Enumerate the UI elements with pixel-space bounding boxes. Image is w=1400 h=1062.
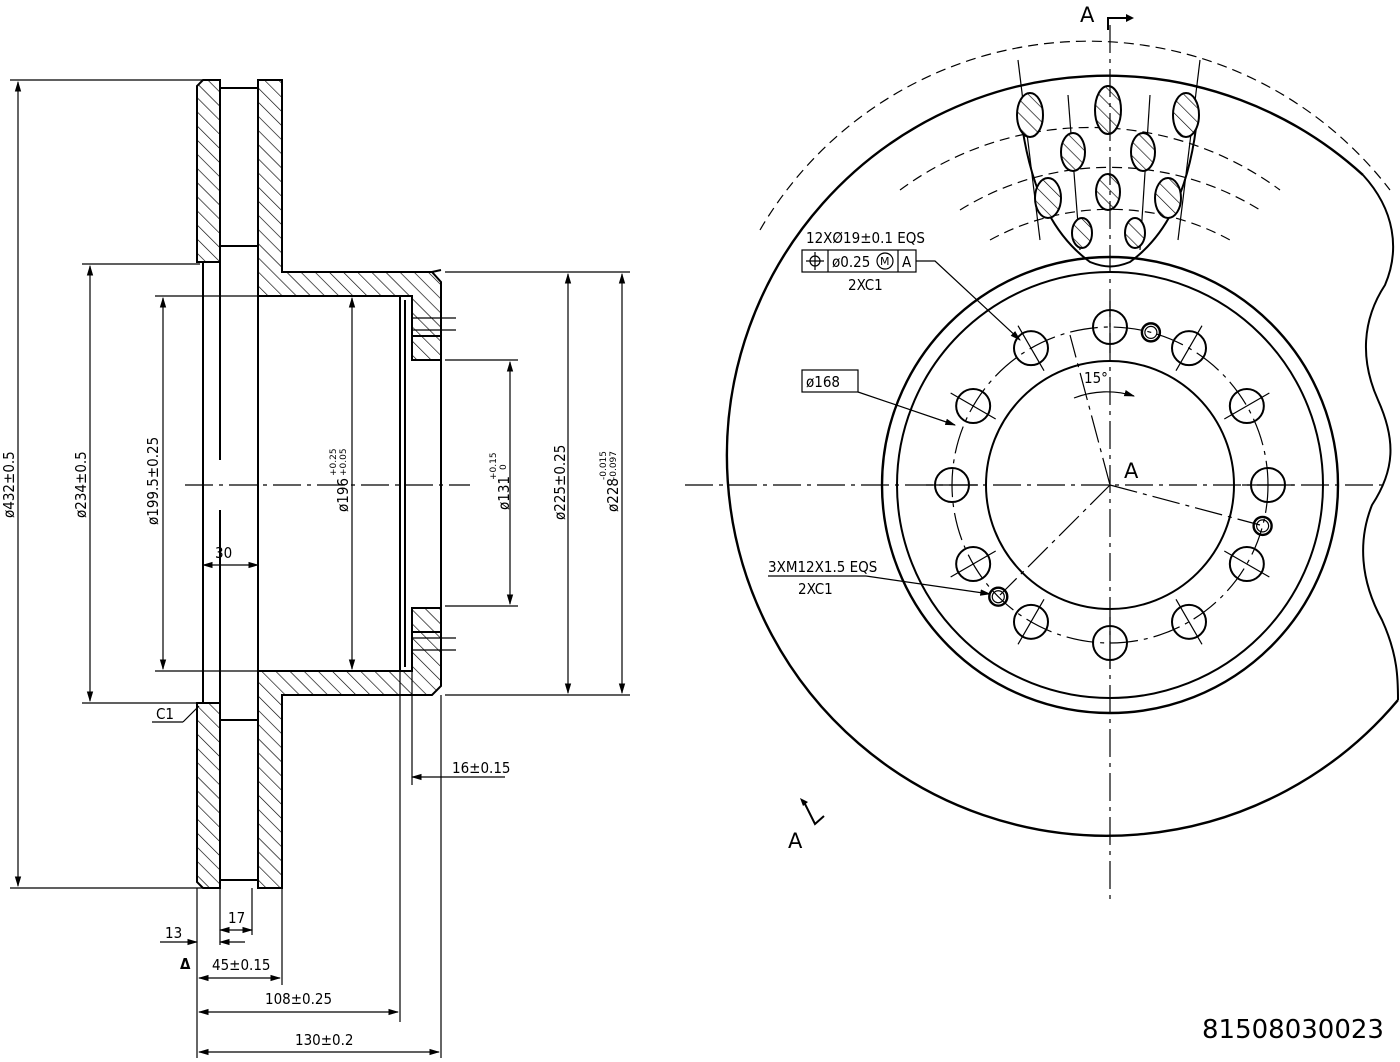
dim-offset: 108±0.25: [197, 990, 400, 1016]
vertical-dimensions: [14, 80, 626, 888]
radial-line-threaded-2: [999, 484, 1111, 596]
vent-slot: [1016, 92, 1044, 138]
radial-line-15: [1069, 334, 1111, 486]
vent-slot: [1172, 92, 1200, 138]
vent-slot: [1124, 217, 1146, 249]
dim-hat-inner-diameter: ø196 +0.25 +0.05: [329, 448, 352, 512]
vent-slot: [1060, 132, 1086, 172]
angle-annotation: 15°: [1073, 369, 1136, 399]
bolt-hole: [926, 467, 978, 503]
radial-line-threaded: [1109, 484, 1261, 526]
svg-text:ø131: ø131: [495, 476, 513, 510]
threaded-hole: [988, 586, 1009, 607]
svg-text:2XC1: 2XC1: [848, 276, 883, 294]
bolt-hole: [950, 546, 996, 582]
dim-pilot-diameter: ø228 -0.015 -0.097: [599, 451, 622, 512]
svg-text:M: M: [880, 255, 890, 268]
svg-text:2XC1: 2XC1: [798, 580, 833, 598]
threaded-hole: [1140, 322, 1162, 343]
svg-text:A: A: [1080, 3, 1095, 27]
svg-text:+0.05: +0.05: [339, 448, 349, 476]
front-view: 15° A A A 12XØ19±0.1 EQS ø0.25 M A: [685, 3, 1399, 905]
bolt-hole: [1092, 301, 1128, 353]
vent-slot: [1094, 85, 1122, 135]
vent-slot: [1154, 177, 1182, 219]
extension-lines: [10, 79, 630, 1058]
dim-outer-diameter: ø432±0.5: [0, 451, 18, 518]
vent-slot: [1071, 217, 1093, 249]
dim-vent-gap: 30: [201, 544, 260, 569]
bolt-hole: [1224, 388, 1270, 424]
section-mark-top: A: [1080, 3, 1134, 30]
bolt-hole: [1171, 325, 1207, 371]
dim-overall-height: 130±0.2: [197, 1031, 441, 1056]
svg-text:12XØ19±0.1 EQS: 12XØ19±0.1 EQS: [806, 229, 925, 247]
bolt-hole: [1242, 467, 1294, 503]
bolt-hole: [1224, 546, 1270, 582]
svg-text:16±0.15: 16±0.15: [452, 759, 511, 777]
svg-text:15°: 15°: [1084, 369, 1108, 387]
svg-text:ø228: ø228: [604, 478, 622, 512]
svg-text:+0.25: +0.25: [329, 448, 339, 476]
section-outline: [202, 87, 456, 881]
bolt-hole: [1013, 325, 1049, 371]
svg-text:3XM12X1.5 EQS: 3XM12X1.5 EQS: [768, 558, 877, 576]
svg-text:-0.097: -0.097: [609, 451, 619, 480]
svg-text:ø196: ø196: [334, 478, 352, 512]
svg-text:45±0.15: 45±0.15: [212, 956, 271, 974]
svg-text:ø168: ø168: [806, 373, 840, 391]
threaded-holes: [988, 322, 1273, 607]
bolt-hole: [1013, 599, 1049, 645]
center-datum-label: A: [1124, 459, 1139, 483]
svg-text:30: 30: [215, 544, 232, 562]
threaded-hole-callout: 3XM12X1.5 EQS 2XC1: [768, 558, 992, 598]
chamfer-note: C1: [152, 705, 200, 723]
svg-text:ø0.25: ø0.25: [832, 253, 870, 271]
section-hatching: [196, 79, 442, 889]
dim-hub-outer-diameter: ø234±0.5: [72, 451, 90, 518]
dim-inner-plate: 17: [218, 909, 254, 934]
break-line: [1362, 174, 1399, 701]
pcd-callout: ø168: [801, 369, 957, 426]
svg-text:13: 13: [165, 924, 182, 942]
bolt-hole: [1171, 599, 1207, 645]
bolt-hole-callout: 12XØ19±0.1 EQS ø0.25 M A 2XC1: [801, 229, 1021, 341]
dim-outer-plate: 13: [160, 924, 245, 946]
svg-text:C1: C1: [156, 705, 174, 723]
datum-marker: Δ: [180, 955, 191, 973]
svg-text:A: A: [788, 829, 803, 853]
vent-slot: [1034, 177, 1062, 219]
vent-pattern: [1016, 59, 1201, 268]
svg-text:17: 17: [228, 909, 245, 927]
svg-text:A: A: [902, 253, 912, 271]
svg-text:130±0.2: 130±0.2: [295, 1031, 354, 1049]
vent-arcs: [759, 40, 1391, 241]
svg-text:0: 0: [499, 464, 509, 470]
svg-text:108±0.25: 108±0.25: [265, 990, 332, 1008]
svg-text:-0.015: -0.015: [599, 451, 609, 480]
dim-hub-bore-diameter: ø199.5±0.25: [144, 437, 162, 525]
part-number: 81508030023: [1202, 1015, 1384, 1045]
disc-outer-edge: [725, 74, 1399, 837]
dim-flange-thickness: 16±0.15: [410, 759, 511, 781]
svg-text:+0.15: +0.15: [489, 452, 499, 480]
dim-bolt-pcd: ø225±0.25: [551, 445, 569, 520]
vent-slot: [1095, 173, 1121, 211]
bolt-hole: [1092, 617, 1128, 669]
vent-slot: [1130, 132, 1156, 172]
section-mark-bottom: A: [788, 798, 825, 853]
threaded-hole: [1252, 515, 1273, 537]
bolt-holes: [926, 301, 1294, 669]
dim-center-bore: ø131 +0.15 0: [489, 452, 513, 510]
bolt-hole: [950, 388, 996, 424]
section-view: ø432±0.5 ø234±0.5 ø199.5±0.25 ø196 +0.25…: [0, 79, 630, 1058]
dim-friction-width: 45±0.15: [197, 956, 282, 982]
